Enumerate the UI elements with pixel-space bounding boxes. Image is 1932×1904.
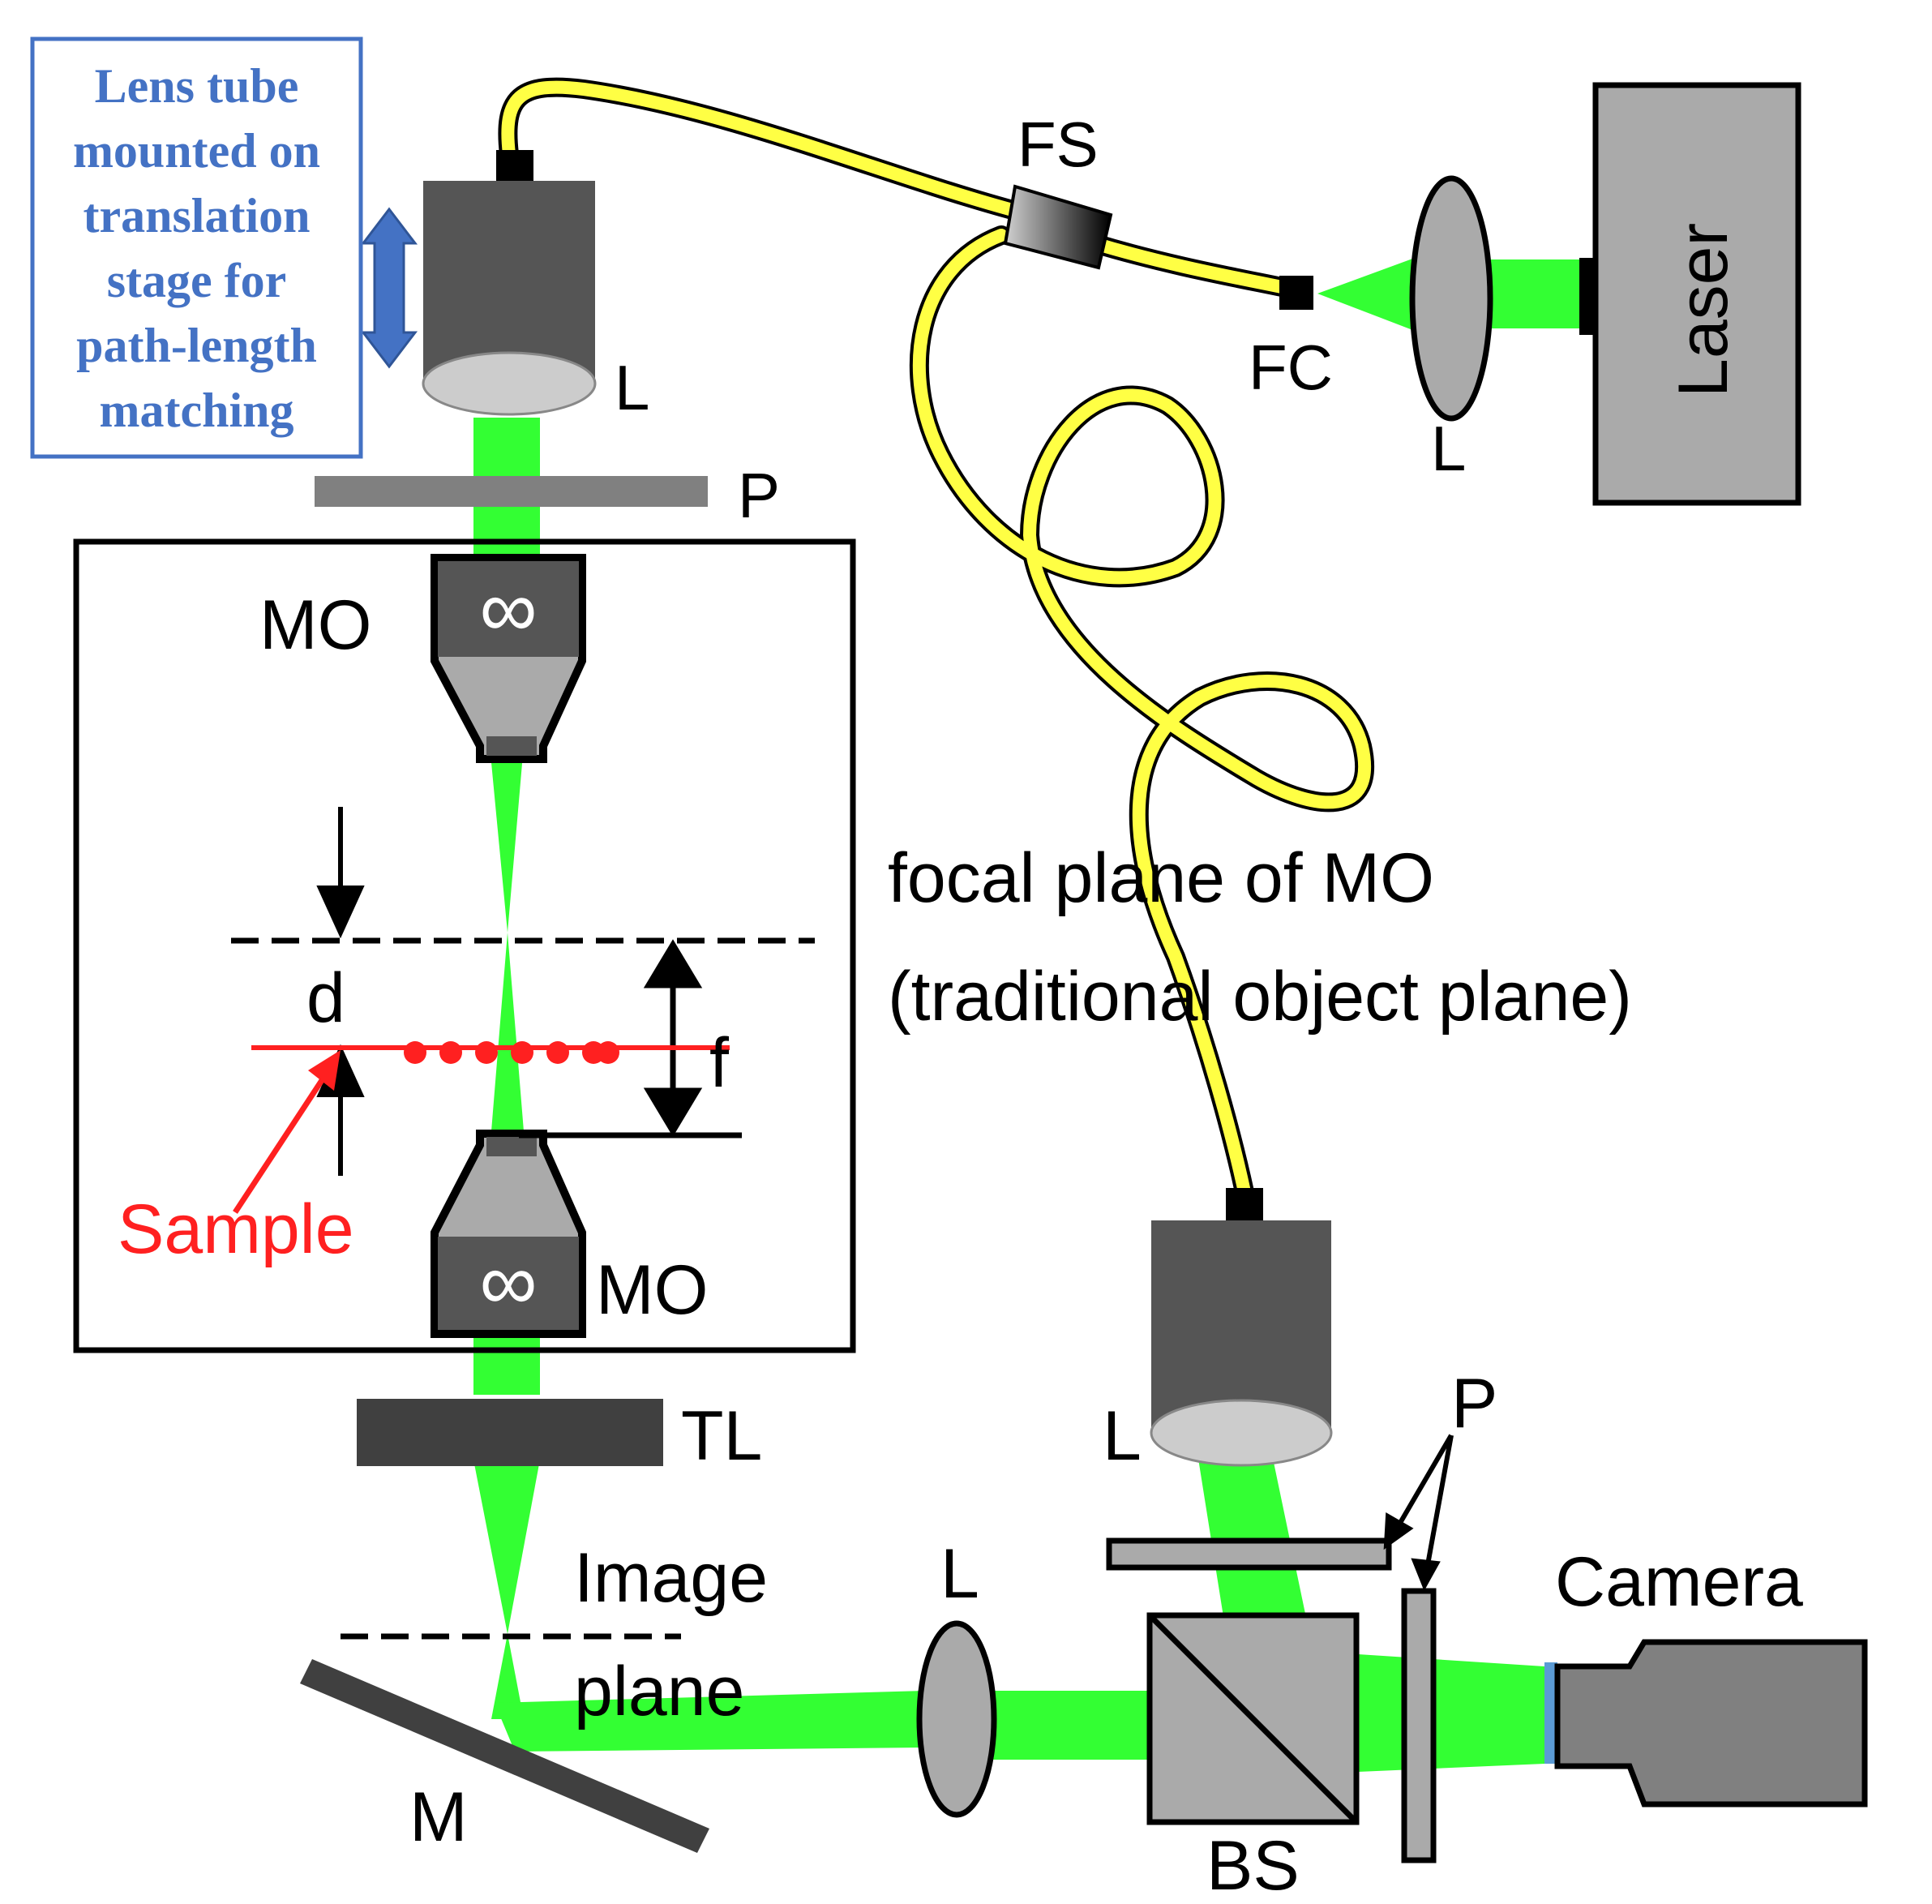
bottom-lens-tube [1150, 1188, 1333, 1467]
label-fs: FS [1017, 109, 1099, 180]
translation-arrow [360, 207, 418, 369]
note-text: Lens tube mounted on translation stage f… [72, 58, 321, 437]
optical-fiber [498, 77, 1375, 1202]
microscope-enclosure [73, 538, 856, 1353]
fiber-coupler [1279, 276, 1313, 310]
laser-beam [473, 258, 1581, 1772]
beam-splitter [1146, 1612, 1360, 1825]
label-tl: TL [681, 1397, 762, 1475]
label-sample: Sample [118, 1190, 354, 1268]
label-focal-plane-2: (traditional object plane) [888, 958, 1632, 1036]
label-d: d [306, 959, 345, 1037]
label-bs: BS [1206, 1827, 1300, 1904]
f-arrow [519, 939, 742, 1139]
label-upper-mo: MO [259, 586, 372, 664]
label-f: f [709, 1024, 730, 1102]
label-focal-plane-1: focal plane of MO [888, 839, 1434, 917]
label-fc: FC [1249, 332, 1333, 403]
mirror [300, 1659, 709, 1853]
laser [1579, 82, 1801, 506]
top-polarizer [315, 476, 708, 507]
bottom-lens [916, 1620, 997, 1818]
coupling-lens [1409, 175, 1493, 422]
fiber-splitter [1003, 184, 1113, 270]
top-lens-tube [422, 150, 597, 416]
label-bottom-lens: L [940, 1535, 979, 1613]
infinity-symbol-upper: ∞ [479, 564, 537, 654]
label-lower-mo: MO [596, 1251, 709, 1329]
camera-polarizer [1401, 1588, 1437, 1863]
reference-polarizer [1106, 1537, 1392, 1571]
label-image-plane-1: Image [574, 1539, 768, 1617]
tube-lens [357, 1399, 663, 1466]
label-camera: Camera [1555, 1543, 1803, 1621]
label-top-lens: L [615, 352, 649, 423]
label-mirror: M [409, 1778, 468, 1856]
label-top-polarizer: P [738, 460, 780, 531]
sample-pointer-arrow [233, 1050, 341, 1214]
label-coupling-lens: L [1431, 413, 1466, 484]
label-image-plane-2: plane [574, 1653, 744, 1730]
lower-microscope-objective [431, 1130, 586, 1338]
upper-microscope-objective [431, 554, 586, 763]
label-laser: Laser [1664, 223, 1742, 397]
label-bottom-fiber-lens: L [1103, 1397, 1142, 1475]
camera [1544, 1639, 1868, 1808]
note-box [30, 36, 363, 459]
infinity-symbol-lower: ∞ [479, 1237, 537, 1327]
polarizer-pointer-arrows [1383, 1434, 1454, 1591]
label-bottom-polarizer: P [1451, 1365, 1497, 1443]
sample [251, 1041, 730, 1064]
